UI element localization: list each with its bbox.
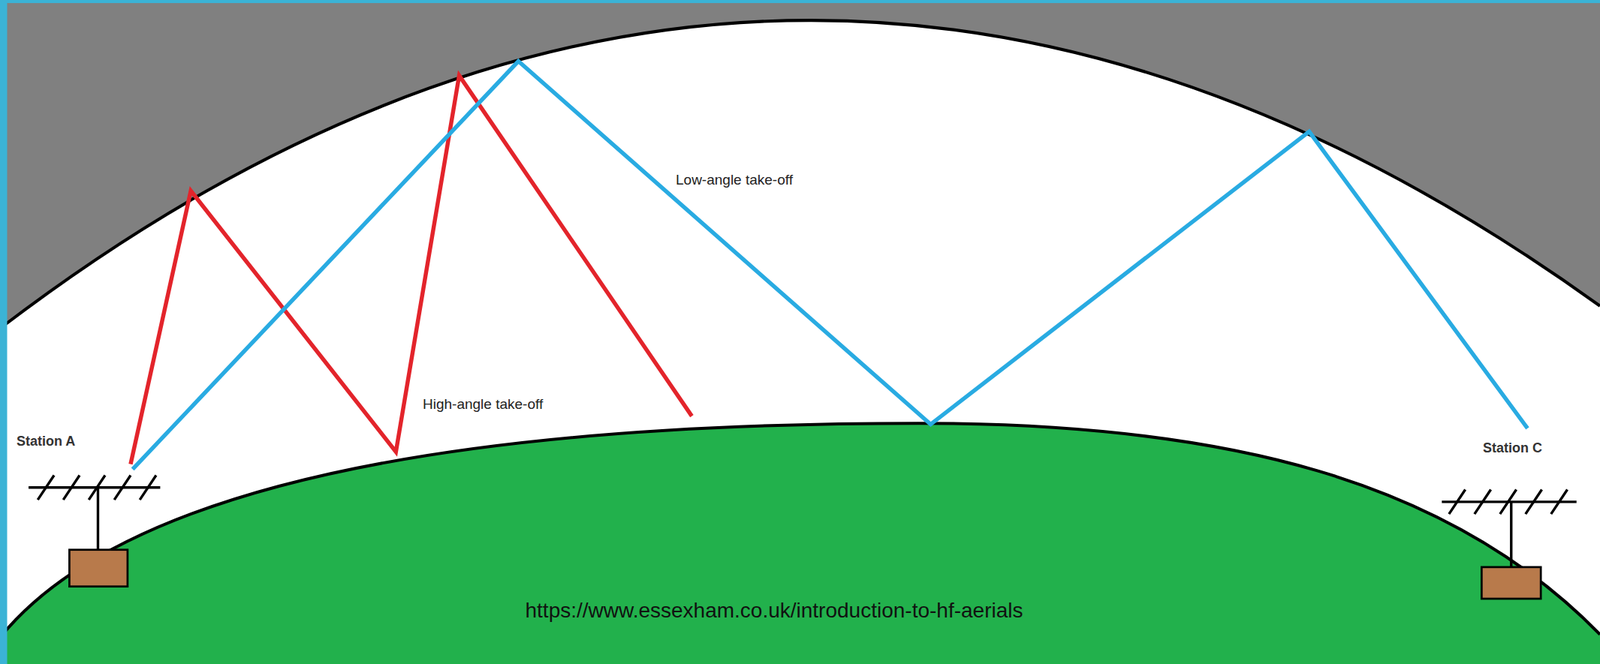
antenna-symbol bbox=[1441, 490, 1576, 568]
station-box bbox=[69, 550, 127, 588]
earth-region bbox=[0, 423, 1600, 664]
path-label: Low-angle take-off bbox=[675, 171, 793, 189]
path-label: High-angle take-off bbox=[422, 396, 543, 413]
earth-surface bbox=[0, 423, 1600, 638]
source-url: https://www.essexham.co.uk/introduction-… bbox=[525, 599, 1024, 624]
slide-frame bbox=[0, 0, 8, 664]
station-box bbox=[1481, 567, 1541, 600]
high-angle-path bbox=[130, 75, 692, 465]
ionosphere-boundary bbox=[0, 20, 1600, 329]
atmosphere-region bbox=[0, 20, 1600, 664]
antenna-symbol bbox=[28, 476, 160, 551]
station-label: Station C bbox=[1482, 440, 1543, 457]
station-label: Station A bbox=[16, 433, 76, 450]
low-angle-path bbox=[132, 61, 1528, 471]
slide-frame bbox=[0, 0, 1600, 4]
